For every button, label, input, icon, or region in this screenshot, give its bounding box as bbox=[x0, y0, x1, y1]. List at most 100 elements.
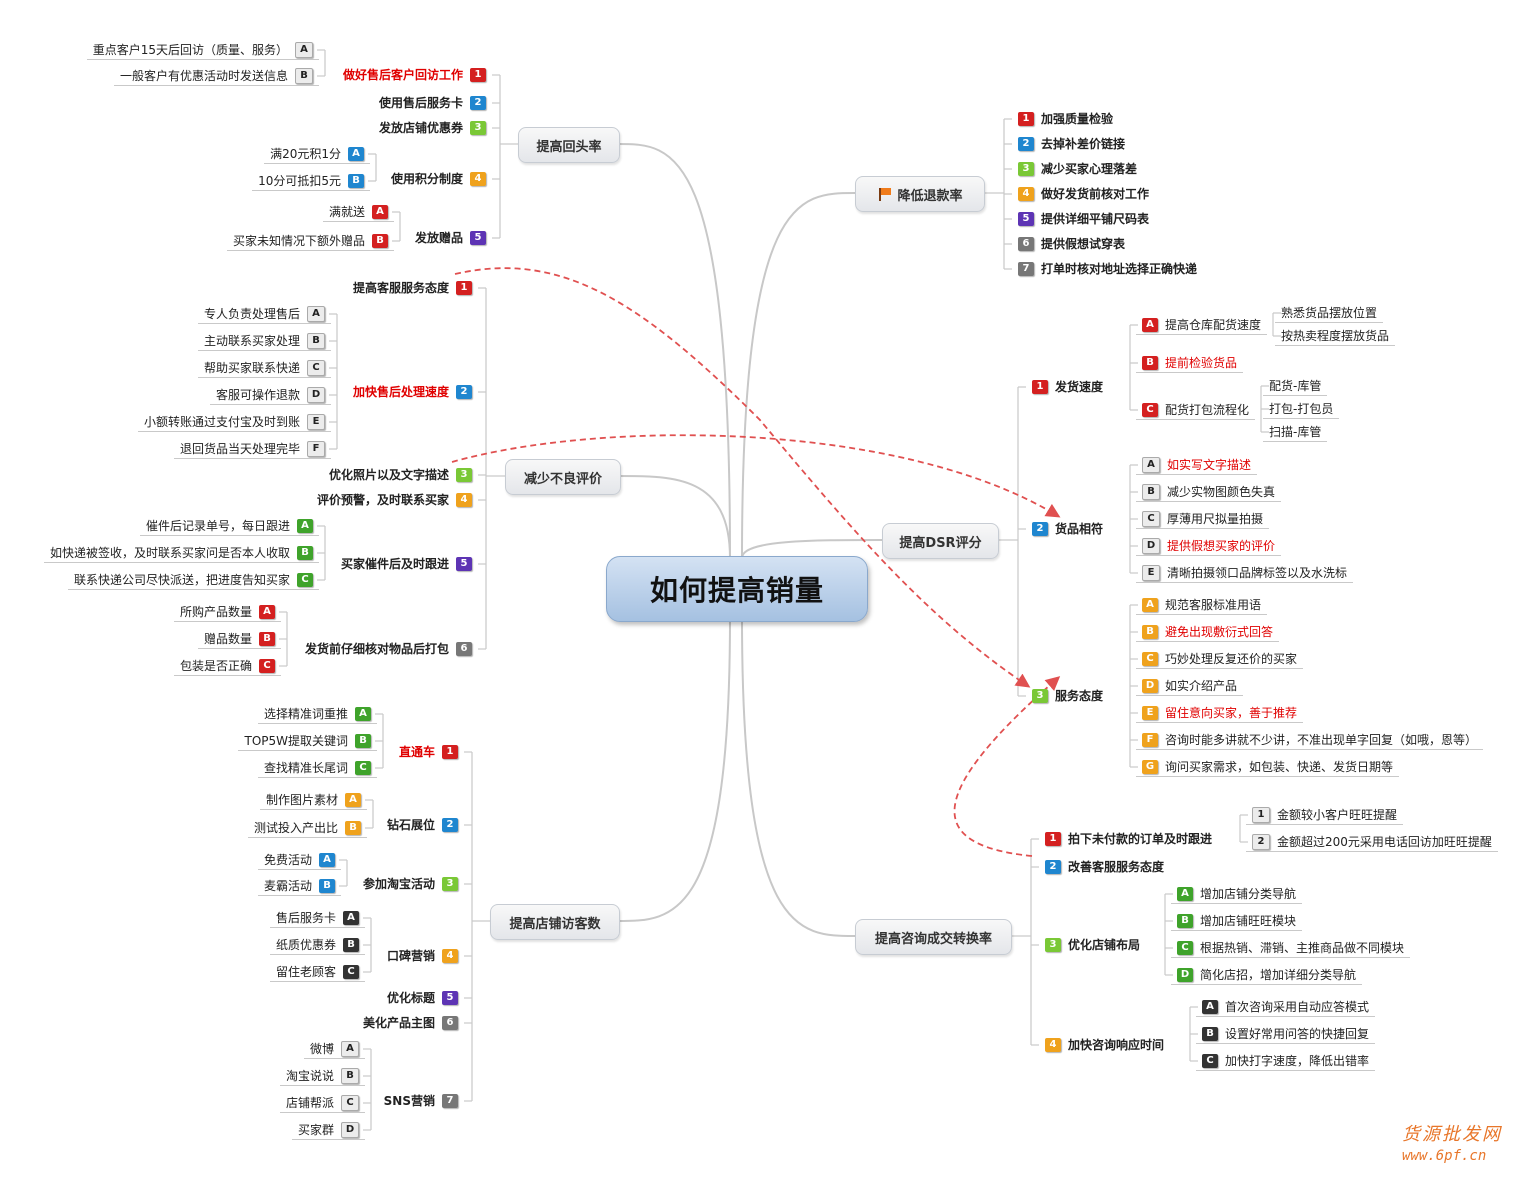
main-branch-zhuanhuanlv[interactable]: 提高咨询成交转换率 bbox=[855, 919, 1012, 955]
detail-item[interactable]: 按热卖程度摆放货品 bbox=[1281, 327, 1389, 344]
detail-item[interactable]: 熟悉货品摆放位置 bbox=[1281, 304, 1377, 321]
main-branch-huitoulv[interactable]: 提高回头率 bbox=[518, 127, 620, 163]
main-branch-fangkeshu[interactable]: 提高店铺访客数 bbox=[490, 904, 620, 940]
main-branch-buliangpingjia[interactable]: 减少不良评价 bbox=[505, 459, 621, 495]
central-topic[interactable]: 如何提高销量 bbox=[606, 556, 868, 622]
main-branch-dsr[interactable]: 提高DSR评分 bbox=[882, 523, 999, 559]
main-branch-tuikuanlv[interactable]: 降低退款率 bbox=[855, 176, 985, 212]
detail-item[interactable]: 打包-打包员 bbox=[1269, 400, 1333, 417]
detail-item[interactable]: 扫描-库管 bbox=[1269, 423, 1321, 440]
detail-item[interactable]: 配货-库管 bbox=[1269, 377, 1321, 394]
